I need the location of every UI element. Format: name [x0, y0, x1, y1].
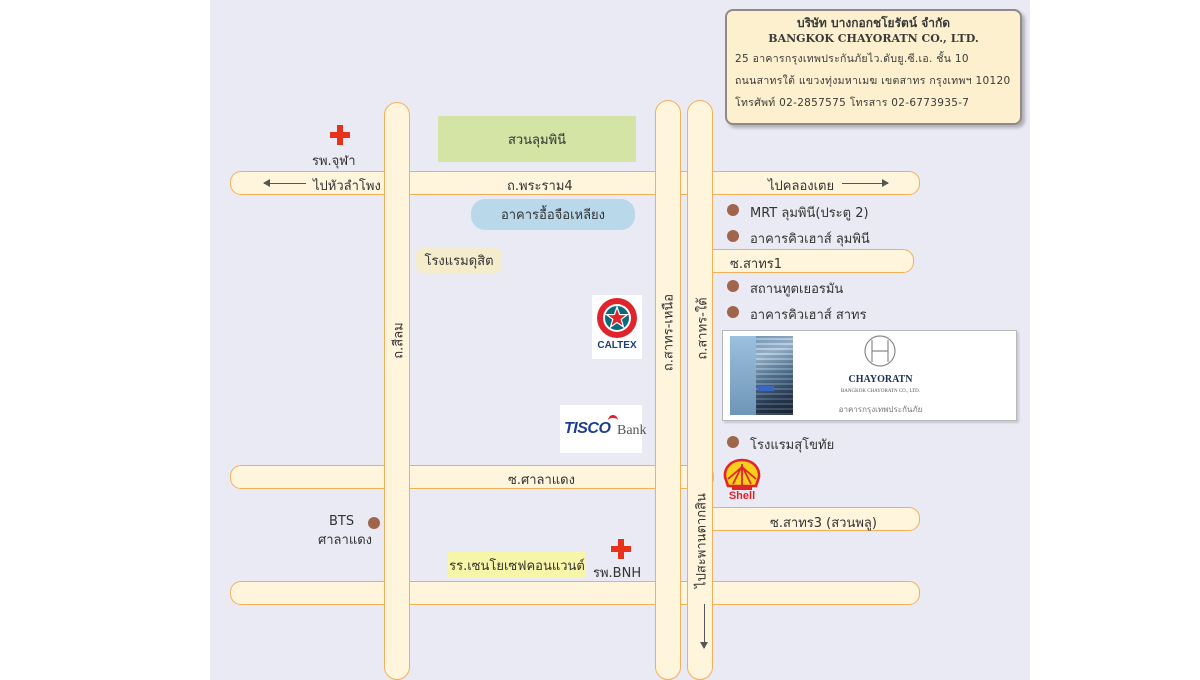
label-q-house-lumpini: อาคารคิวเฮาส์ ลุมพินี: [750, 232, 870, 247]
building-photo: [730, 336, 793, 415]
building-photo-panel: CHAYORATN BANGKOK CHAYORATN CO., LTD. อา…: [722, 330, 1017, 421]
road-sathorn-nua: [655, 100, 681, 680]
road-soi-sathorn1: [700, 249, 914, 273]
arrow-down-icon: [700, 604, 708, 649]
arrow-left-icon: [263, 179, 306, 187]
ocean-building: อาคารอื้อจือเหลียง: [471, 199, 635, 230]
label-soi-saladaeng: ซ.ศาลาแดง: [508, 473, 575, 488]
bts-dot-icon: [368, 517, 380, 529]
arrow-right-icon: [842, 179, 889, 187]
road-silom: [384, 102, 410, 680]
st-joseph-school: รร.เซนโยเซฟคอนแวนต์: [448, 552, 586, 578]
label-soi-sathorn1: ซ.สาทร1: [730, 257, 783, 272]
road-rama4: [230, 171, 920, 195]
hospital-cross-icon: [611, 539, 631, 559]
label-q-house-sathorn: อาคารคิวเฮาส์ สาทร: [750, 308, 867, 323]
label-to-hualamphong: ไปหัวลำโพง: [313, 179, 381, 194]
label-bts: BTS: [329, 514, 355, 529]
lumpini-park: สวนลุมพินี: [438, 116, 636, 162]
road-soi-saladaeng: [230, 465, 714, 489]
poi-dot-icon: [727, 306, 739, 318]
dusit-hotel: โรงแรมดุสิต: [416, 247, 502, 273]
chayoratn-emblem-icon: [864, 335, 896, 367]
tisco-logo: TISCO Bank: [560, 405, 647, 453]
road-soi-sathorn3: [700, 507, 920, 531]
company-info-box: บริษัท บางกอกชโยรัตน์ จำกัด BANGKOK CHAY…: [725, 9, 1022, 125]
tisco-swoosh-icon: [608, 415, 618, 426]
label-bts-station: ศาลาแดง: [318, 533, 372, 548]
label-sukhothai-hotel: โรงแรมสุโขทัย: [750, 438, 835, 453]
poi-dot-icon: [727, 280, 739, 292]
road-bottom: [230, 581, 920, 605]
chayoratn-brand: CHAYORATN: [848, 374, 913, 385]
chayoratn-brand-sub: BANGKOK CHAYORATN CO., LTD.: [840, 389, 921, 394]
label-german-embassy: สถานทูตเยอรมัน: [750, 282, 844, 297]
label-bnh-hospital: รพ.BNH: [593, 566, 642, 581]
label-to-pradiphat: ไปสะพานตากสิน: [694, 493, 710, 588]
label-rama4: ถ.พระราม4: [507, 179, 573, 194]
building-name: อาคารกรุงเทพประกันภัย: [838, 405, 923, 414]
poi-dot-icon: [727, 230, 739, 242]
company-contact: โทรศัพท์ 02-2857575 โทรสาร 02-6773935-7: [735, 97, 970, 109]
shell-text: Shell: [728, 490, 756, 502]
label-chula-hospital: รพ.จุฬา: [312, 154, 356, 169]
label-sathorn-nua: ถ.สาทร-เหนือ: [661, 293, 677, 372]
company-name-en: BANGKOK CHAYORATN CO., LTD.: [768, 32, 979, 45]
label-silom: ถ.สีลม: [391, 322, 407, 359]
label-soi-sathorn3: ซ.สาทร3 (สวนพลู): [770, 516, 877, 531]
caltex-text: CALTEX: [597, 340, 637, 351]
caltex-star-icon: [597, 298, 637, 338]
company-name-th: บริษัท บางกอกชโยรัตน์ จำกัด: [796, 16, 951, 30]
road-sathorn-tai: [687, 100, 713, 680]
bank-text: Bank: [617, 423, 647, 438]
hospital-cross-icon: [330, 125, 350, 145]
poi-dot-icon: [727, 204, 739, 216]
poi-dot-icon: [727, 436, 739, 448]
company-address-line1: 25 อาคารกรุงเทพประกันภัยไว.ดับยู.ซี.เอ. …: [735, 53, 969, 65]
label-sathorn-tai: ถ.สาทร-ใต้: [695, 297, 711, 360]
shell-pecten-icon: [723, 458, 761, 490]
caltex-logo: CALTEX: [592, 295, 642, 359]
shell-logo: Shell: [722, 458, 762, 504]
label-to-klongtoei: ไปคลองเตย: [768, 179, 835, 194]
company-address-line2: ถนนสาทรใต้ แขวงทุ่งมหาเมฆ เขตสาทร กรุงเท…: [735, 75, 1011, 87]
label-mrt: MRT ลุมพินี(ประตู 2): [750, 206, 869, 221]
tisco-text: TISCO: [564, 420, 611, 437]
